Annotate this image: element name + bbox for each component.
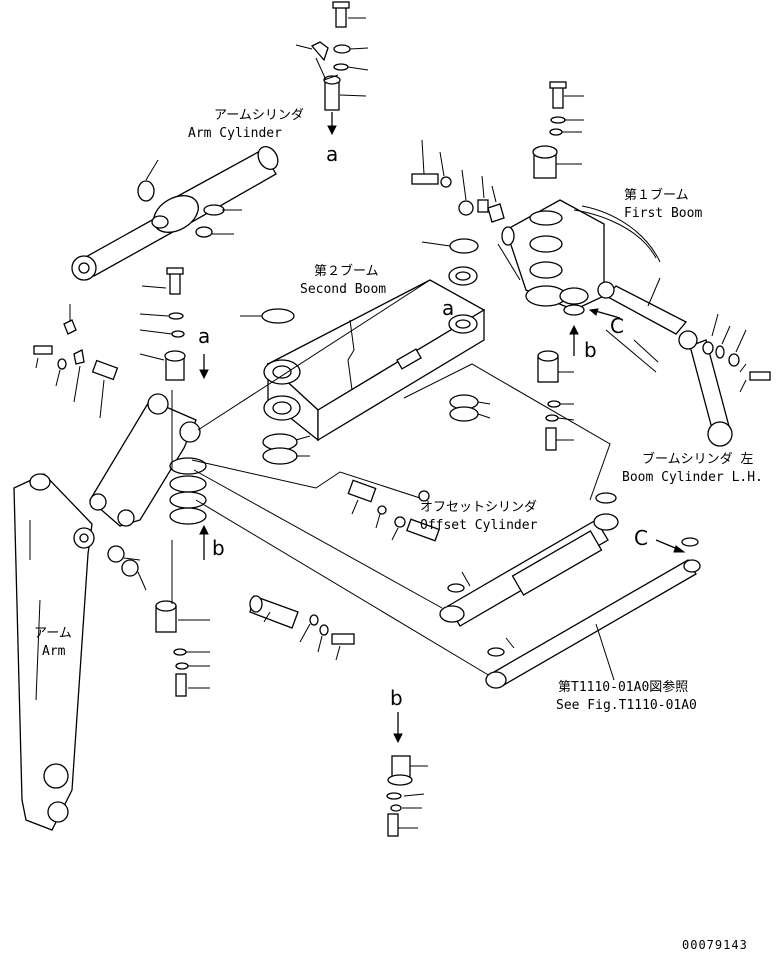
arm-label-jp: アーム [34,626,72,641]
connecting-lines [171,279,611,677]
arm [13,473,147,831]
see-fig-label-jp: 第T1110-01A0図参照 [558,680,689,695]
second-boom-label-jp: 第２ブーム [314,264,379,279]
marker-a-top: a [326,142,339,166]
offset-cylinder-label-jp: オフセットシリンダ [420,500,538,515]
pin-group-first-boom [411,139,521,281]
second-boom-label-en: Second Boom [300,282,387,297]
first-boom [505,81,661,451]
offset-pin [347,479,440,542]
arm-cylinder [71,146,279,281]
first-boom-label-en: First Boom [624,206,703,221]
marker-c-mid: C [634,526,648,550]
arm-bracket [89,267,210,697]
marker-b-mid: b [212,536,225,560]
link-rod [485,537,701,689]
drawing-number: 00079143 [682,938,748,952]
boom-cylinder-label-en: Boom Cylinder L.H. [622,470,763,485]
lower-link-pin [249,595,355,661]
marker-c-right: C [610,314,624,338]
offset-cylinder [439,492,619,627]
top-pin-assembly [295,1,369,136]
arm-cylinder-label-jp: アームシリンダ [214,108,304,123]
left-pin-set [33,304,119,419]
boom-cylinder-lh [597,277,771,447]
marker-b-bottom: b [390,686,403,710]
arm-cylinder-label-en: Arm Cylinder [188,126,282,141]
first-boom-label-jp: 第１ブーム [624,188,689,203]
boom-cylinder-label-jp: ブームシリンダ 左 [642,452,754,467]
marker-a-mid: a [198,324,211,348]
see-fig-label-en: See Fig.T1110-01A0 [556,698,697,713]
second-boom [240,238,491,465]
arm-label-en: Arm [42,644,66,659]
bottom-pin-assembly [386,712,428,837]
marker-a-boom: a [442,296,455,320]
marker-b-right: b [584,338,597,362]
offset-cylinder-label-en: Offset Cylinder [420,518,538,533]
